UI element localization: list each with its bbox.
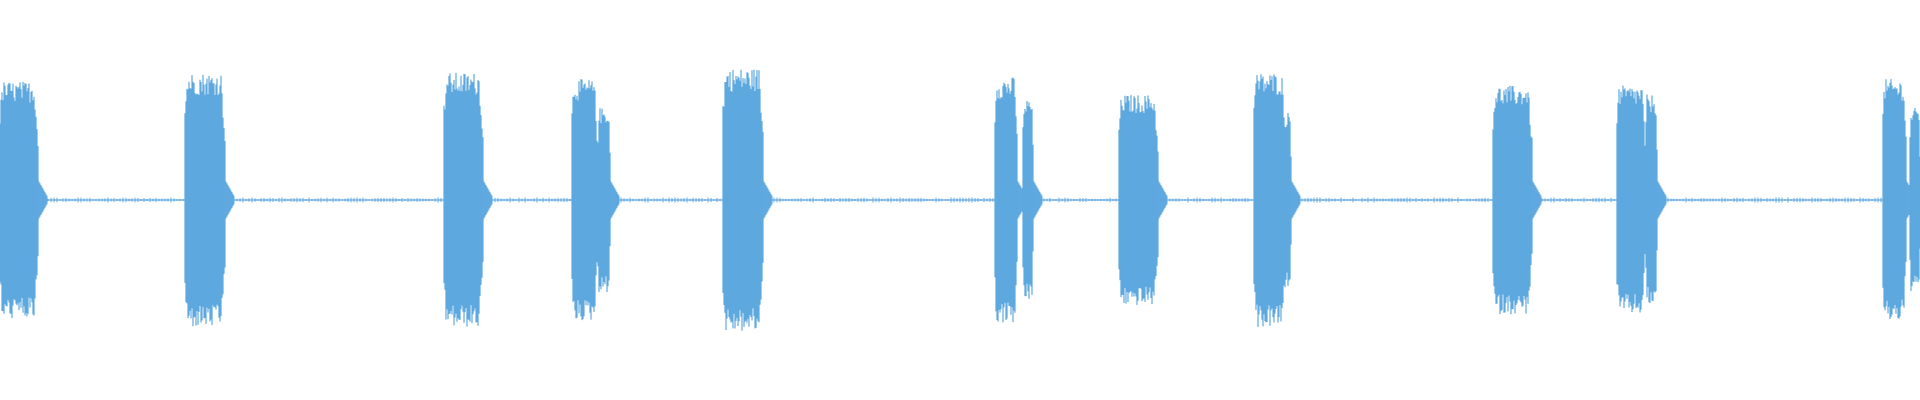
waveform-burst (597, 108, 620, 292)
waveform-burst (1492, 85, 1542, 315)
waveform-burst (571, 79, 607, 321)
waveform-burst (1282, 113, 1301, 288)
waveform-trace (0, 69, 1920, 331)
waveform-burst (722, 69, 773, 331)
waveform-burst (1253, 74, 1295, 327)
waveform-burst (1645, 94, 1667, 303)
waveform-burst (1909, 107, 1920, 292)
waveform-burst (0, 81, 48, 319)
waveform-burst (1882, 79, 1916, 319)
waveform-burst (1022, 100, 1043, 299)
waveform-burst (184, 74, 235, 327)
waveform-burst (443, 72, 493, 327)
waveform-burst (994, 77, 1027, 323)
waveform-burst (1118, 95, 1168, 305)
